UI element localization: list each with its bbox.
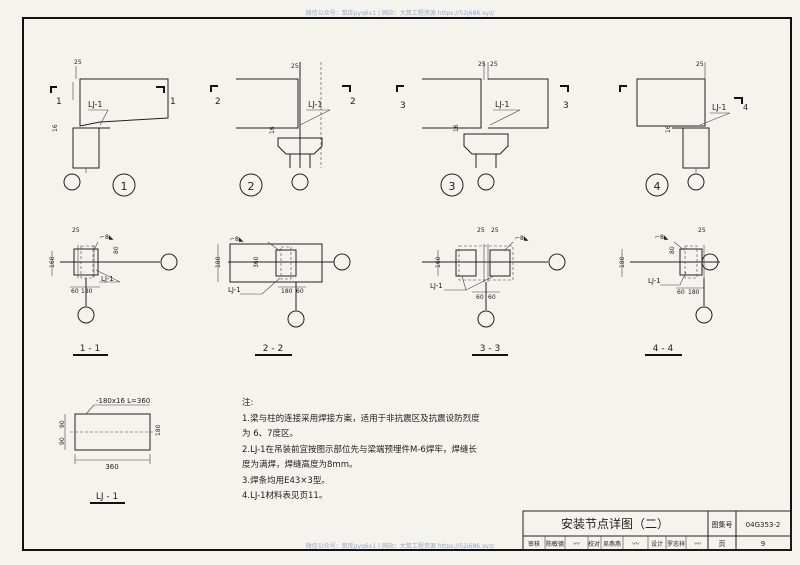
detail-1-dim-top: 25 xyxy=(74,59,82,66)
detail-2-dim-side: 16 xyxy=(269,126,276,134)
section-3-3-title: 3 - 3 xyxy=(480,344,500,354)
section-2-2-lj: LJ-1 xyxy=(228,286,241,294)
title-block-design-label: 设计 xyxy=(651,540,663,548)
drawing-border xyxy=(22,17,792,551)
detail-2: 2 2 LJ-1 25 16 2 xyxy=(210,62,356,197)
plate-height: 180 xyxy=(155,424,162,436)
plate-left-dim-1: 90 xyxy=(59,420,66,428)
note-line-5: 3.焊条均用E43×3型。 xyxy=(242,475,330,486)
section-2-2: ⌐8◣ LJ-1 180 360 180 60 2 - 2 xyxy=(215,236,351,356)
title-block-title: 安装节点详图（二） xyxy=(561,516,669,531)
plate-title: LJ - 1 xyxy=(96,492,118,502)
section-3-3-dim-25b: 25 xyxy=(491,227,499,234)
title-block-check-label: 校对 xyxy=(588,540,600,548)
detail-4-dim-side: 16 xyxy=(665,125,672,133)
section-3-3-dim-60b: 60 xyxy=(488,294,496,301)
note-line-1: 1.梁与柱的连接采用焊接方案，适用于非抗震区及抗震设防烈度 xyxy=(242,413,480,424)
section-3-3-lj: LJ-1 xyxy=(430,282,443,290)
detail-4: 4 LJ-1 25 16 4 xyxy=(619,61,748,197)
section-4-4-lj: LJ-1 xyxy=(648,277,661,285)
plate-spec: -180x16 L=360 xyxy=(96,397,150,405)
section-2-2-dim-60: 60 xyxy=(296,288,304,295)
title-block-checker-sign: 〰 xyxy=(632,540,640,548)
watermark-top: 微信公众号：筑库pyq6x1 | 网站：大筑工程资源 https://52j68… xyxy=(306,9,496,17)
detail-3: 3 3 LJ-1 25 25 16 3 xyxy=(396,61,569,197)
detail-2-cut-right: 2 xyxy=(350,97,356,107)
section-3-3: ⌐8◣ LJ-1 25 25 160 60 60 3 - 3 xyxy=(422,227,566,356)
detail-4-cut-right: 4 xyxy=(743,103,748,112)
section-1-1-title: 1 - 1 xyxy=(80,344,100,354)
detail-2-dim-top: 25 xyxy=(291,63,299,70)
title-block-atlas-no: 04G353-2 xyxy=(746,521,781,529)
plate-lj-1: -180x16 L=360 180 90 90 360 LJ - 1 xyxy=(59,397,162,504)
section-1-1-dim-80: 80 xyxy=(113,246,120,254)
section-2-2-dim-180: 180 xyxy=(215,256,222,268)
detail-2-cut-left: 2 xyxy=(215,97,221,107)
section-2-2-weld: ⌐8◣ xyxy=(230,236,244,243)
notes-heading: 注: xyxy=(242,398,254,408)
watermark-bottom: 微信公众号：筑库pyq6x1 | 网站：大筑工程资源 https://52j68… xyxy=(306,542,496,550)
section-1-1-lj: LJ-1 xyxy=(101,275,114,283)
detail-3-dim-top-b: 25 xyxy=(490,61,498,68)
title-block-page-no: 9 xyxy=(761,540,765,548)
section-1-1-dim-180: 180 xyxy=(81,288,93,295)
note-line-2: 为 6、7度区。 xyxy=(242,429,299,439)
detail-1: 1 1 LJ-1 25 16 1 xyxy=(50,59,176,197)
section-4-4: ⌐8◣ LJ-1 25 80 180 60 180 4 - 4 xyxy=(619,227,720,356)
section-4-4-dim-25: 25 xyxy=(698,227,706,234)
detail-3-dim-top-a: 25 xyxy=(478,61,486,68)
title-block-review-label: 审核 xyxy=(528,540,540,548)
section-4-4-dim-180: 180 xyxy=(619,256,626,268)
detail-1-number: 1 xyxy=(121,180,128,193)
section-1-1-dim-60: 60 xyxy=(71,288,79,295)
detail-1-lj-label: LJ-1 xyxy=(88,100,103,109)
detail-3-cut-right: 3 xyxy=(563,101,569,111)
section-4-4-dim-60: 60 xyxy=(677,289,685,296)
section-4-4-dim-80: 80 xyxy=(669,246,676,254)
section-3-3-dim-60a: 60 xyxy=(476,294,484,301)
detail-1-dim-side: 16 xyxy=(52,124,59,132)
detail-4-lj-label: LJ-1 xyxy=(712,103,727,112)
detail-3-dim-side: 16 xyxy=(453,124,460,132)
title-block-reviewer: 陈敏德 xyxy=(546,540,564,548)
detail-3-lj-label: LJ-1 xyxy=(495,100,510,109)
section-1-1-weld: ⌐8◣ xyxy=(100,234,114,241)
detail-4-dim-top: 25 xyxy=(696,61,704,68)
title-block-designer-sign: 〰 xyxy=(694,540,702,548)
section-3-3-weld: ⌐8◣ xyxy=(515,235,529,242)
section-3-3-dim-160: 160 xyxy=(435,256,442,268)
detail-2-lj-label: LJ-1 xyxy=(308,100,323,109)
note-line-6: 4.LJ-1材料表见页11。 xyxy=(242,491,328,501)
section-4-4-dim-180b: 180 xyxy=(688,289,700,296)
plate-width: 360 xyxy=(105,463,118,471)
detail-3-cut-left: 3 xyxy=(400,101,406,111)
section-1-1-dim-25: 25 xyxy=(72,227,80,234)
title-block-checker: 吴燕燕 xyxy=(603,540,621,548)
section-2-2-dim-180b: 180 xyxy=(281,288,293,295)
title-block-reviewer-sign: 〰 xyxy=(573,540,581,548)
notes: 注: 1.梁与柱的连接采用焊接方案，适用于非抗震区及抗震设防烈度 为 6、7度区… xyxy=(242,396,532,505)
section-4-4-weld: ⌐8◣ xyxy=(655,234,669,241)
title-block-atlas-label: 图集号 xyxy=(712,520,733,529)
section-3-3-dim-25a: 25 xyxy=(477,227,485,234)
detail-2-number: 2 xyxy=(248,180,255,193)
section-2-2-dim-360: 360 xyxy=(253,256,260,268)
title-block: 安装节点详图（二） 图集号 04G353-2 审核 陈敏德 〰 校对 吴燕燕 〰… xyxy=(522,510,792,551)
section-4-4-title: 4 - 4 xyxy=(653,344,674,354)
detail-1-cut-left: 1 xyxy=(56,97,62,107)
section-2-2-title: 2 - 2 xyxy=(263,344,283,354)
title-block-page-label: 页 xyxy=(719,540,726,548)
note-line-4: 度为满焊，焊缝高度为8mm。 xyxy=(242,460,358,470)
plate-left-dim-2: 90 xyxy=(59,437,66,445)
detail-3-number: 3 xyxy=(449,180,456,193)
detail-1-cut-right: 1 xyxy=(170,97,176,107)
title-block-designer: 罗忠祥 xyxy=(667,540,685,548)
note-line-3: 2.LJ-1在吊装前宜按图示部位先与梁端预埋件M-6焊牢，焊缝长 xyxy=(242,444,477,455)
section-1-1-dim-160: 160 xyxy=(49,256,56,268)
section-1-1: ⌐8◣ LJ-1 25 80 160 60 180 1 - 1 xyxy=(49,227,178,356)
detail-4-number: 4 xyxy=(654,180,661,193)
